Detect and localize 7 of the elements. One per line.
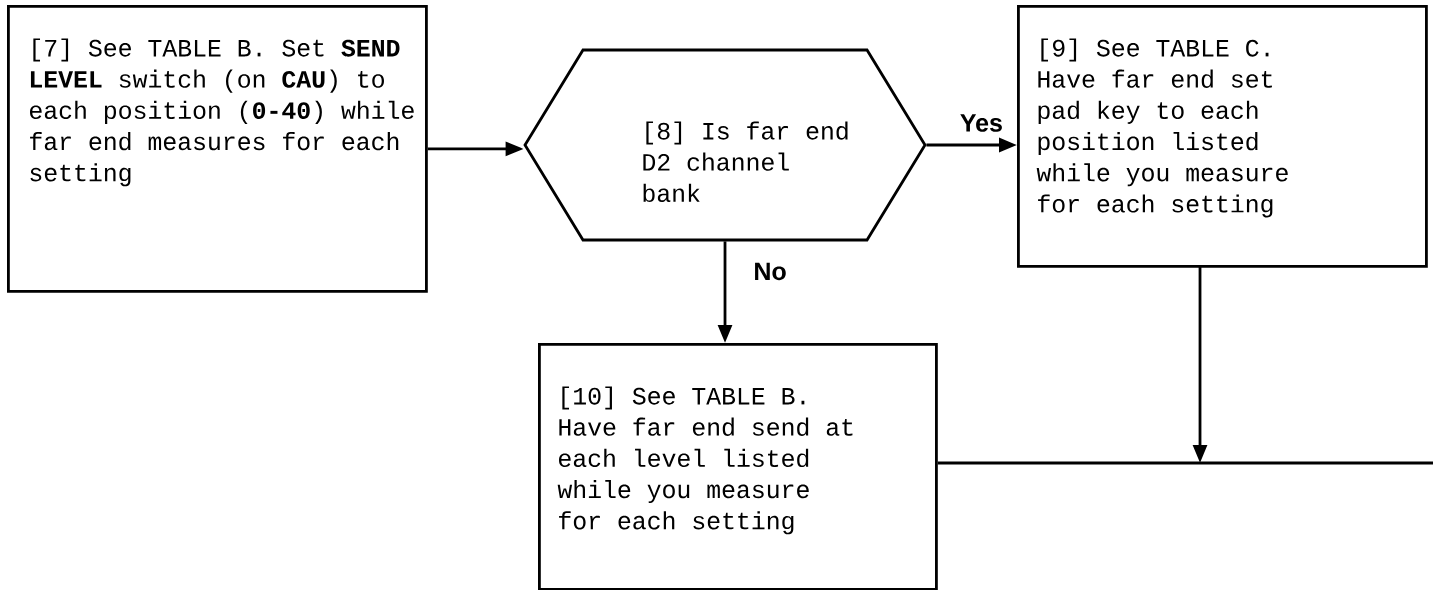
edge-label: No	[751, 260, 789, 283]
decision-hexagon: [8] Is far end D2 channel bank	[523, 48, 927, 242]
process-box: [7] See TABLE B. Set SEND LEVEL switch (on CAU) to each position (0-40) while far end measures for each setting	[7, 5, 428, 293]
edge-label: Yes	[957, 112, 1005, 134]
connector-line	[937, 461, 1433, 465]
process-box: [9] See TABLE C. Have far end set pad key to each position listed while you measure for each setting	[1017, 5, 1428, 268]
process-box: [10] See TABLE B. Have far end send at each level listed while you measure for each setting	[538, 343, 938, 590]
